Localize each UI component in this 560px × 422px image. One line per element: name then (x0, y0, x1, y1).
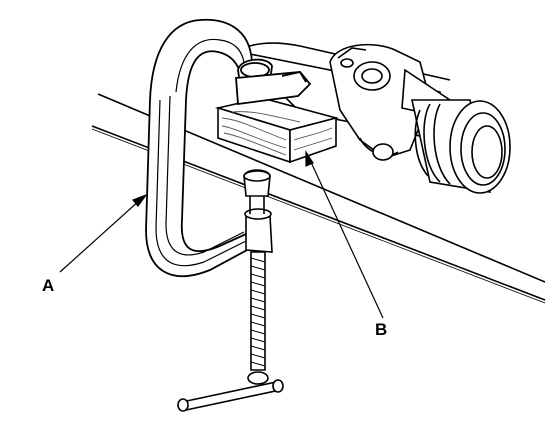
c-clamp-icon (145, 18, 312, 278)
callout-label-a: A (42, 276, 55, 295)
callout-label-b: B (375, 320, 388, 339)
clamp-screw (177, 169, 284, 412)
leader-lines (59, 149, 384, 319)
steering-gear-housing-icon (237, 42, 511, 194)
wood-block-icon (214, 97, 340, 164)
